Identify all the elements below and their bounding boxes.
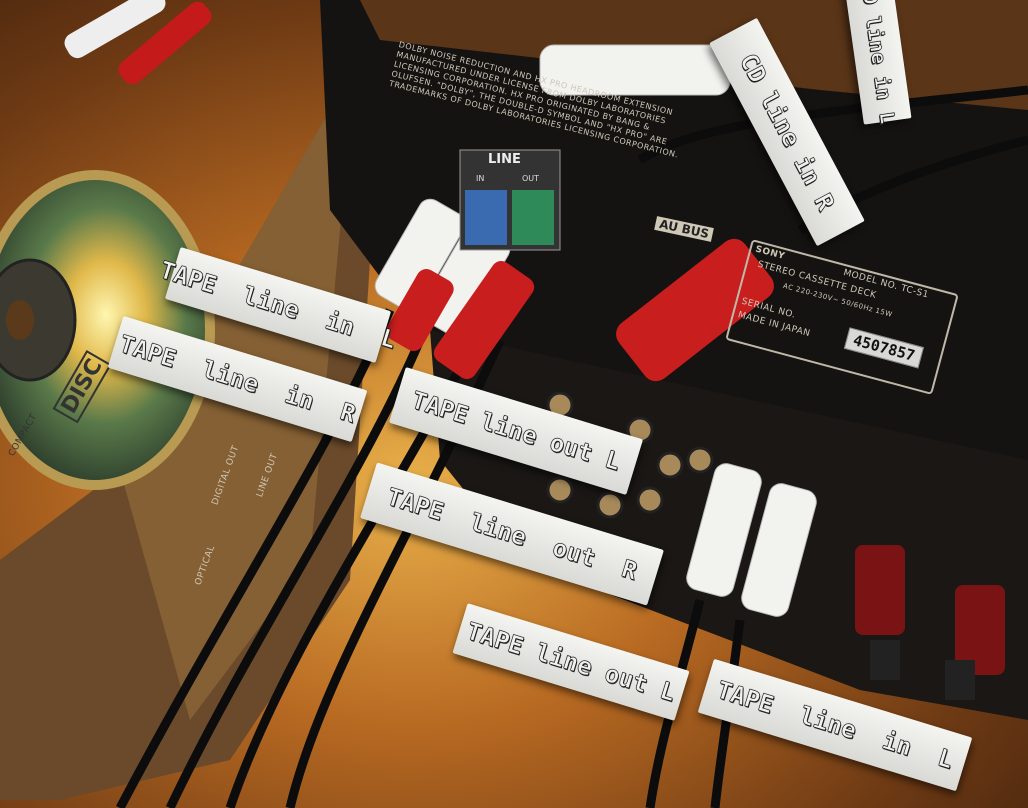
white-rca-plugs bbox=[374, 44, 817, 617]
speaker-terminals bbox=[855, 545, 1005, 700]
line-out-jack-green bbox=[512, 190, 554, 245]
rca-plug-red-top bbox=[118, 1, 212, 85]
amplifier-jacks bbox=[546, 391, 714, 519]
rca-plug-white-top bbox=[64, 0, 166, 59]
disc-hub bbox=[0, 258, 77, 382]
cassette-deck-body bbox=[320, 0, 1028, 470]
line-in-jack-blue bbox=[465, 190, 507, 245]
disc-shine bbox=[0, 180, 205, 480]
line-label: LINE bbox=[488, 152, 521, 167]
red-rca-plugs bbox=[386, 238, 774, 382]
cd-player-back-panel bbox=[120, 110, 350, 720]
line-in-label: IN bbox=[476, 174, 485, 183]
serial-number: 4507857 bbox=[843, 327, 925, 369]
disc-hole bbox=[6, 300, 34, 340]
line-out-label: OUT bbox=[522, 174, 540, 183]
